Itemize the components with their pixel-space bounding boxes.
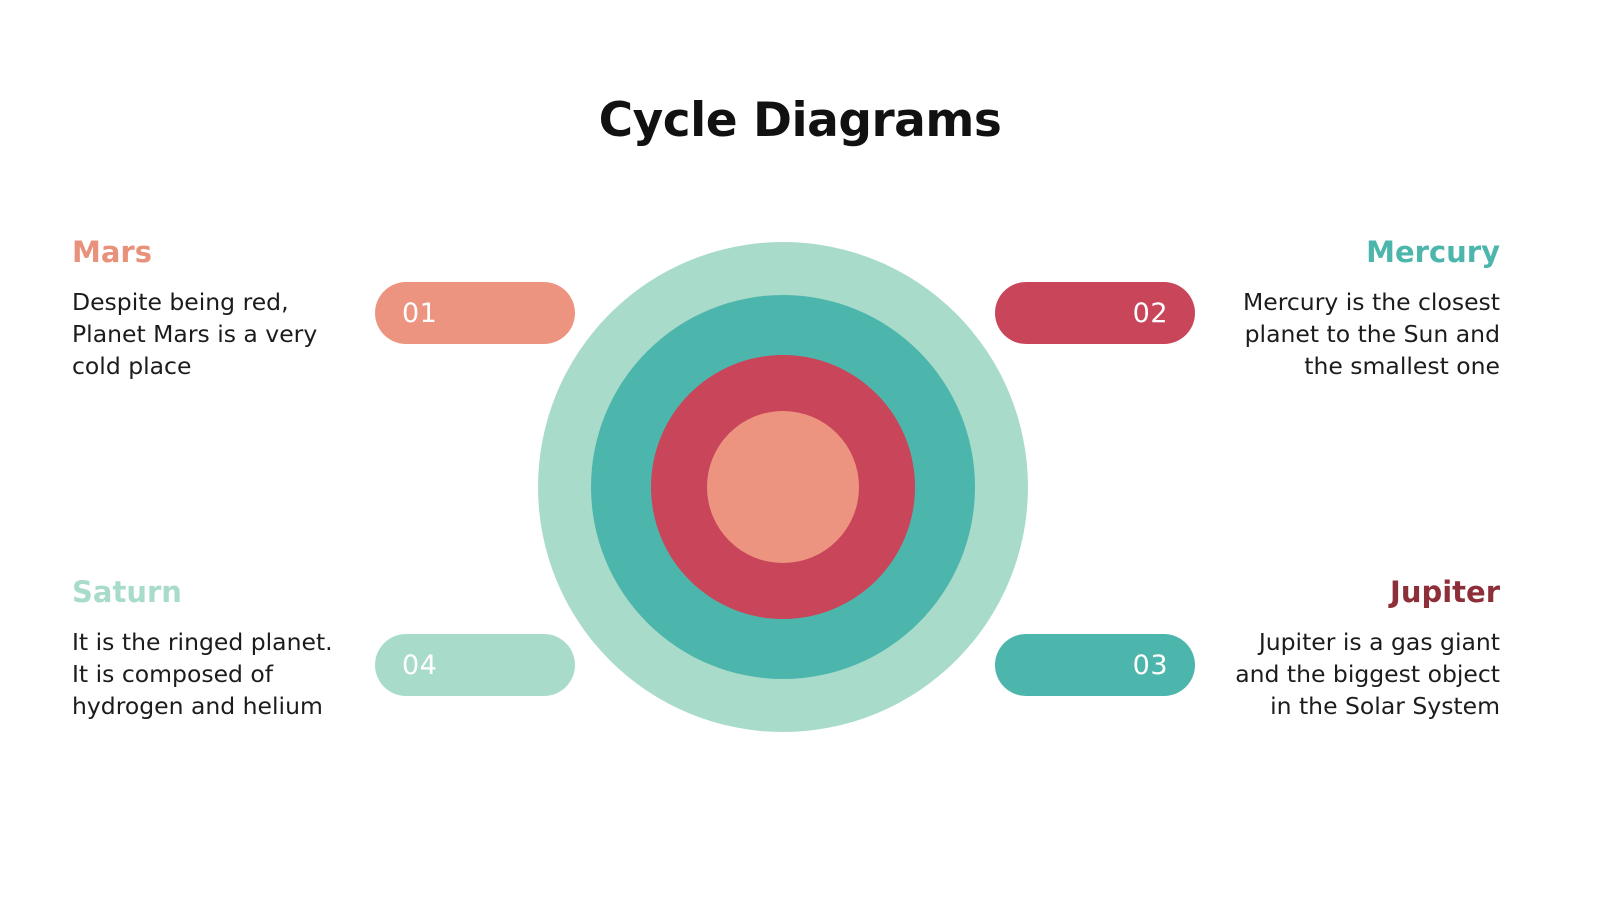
step-pill-02[interactable]: 02 xyxy=(995,282,1195,344)
step-pill-01[interactable]: 01 xyxy=(375,282,575,344)
info-block-jupiter: Jupiter Jupiter is a gas giant and the b… xyxy=(1228,575,1500,722)
step-pill-03[interactable]: 03 xyxy=(995,634,1195,696)
step-number-03: 03 xyxy=(1132,649,1168,681)
concentric-cycle-diagram xyxy=(538,242,1028,732)
info-body-mars: Despite being red, Planet Mars is a very… xyxy=(72,287,318,380)
step-number-01: 01 xyxy=(402,297,438,329)
step-number-02: 02 xyxy=(1132,297,1168,329)
info-title-mercury: Mercury xyxy=(1366,235,1500,269)
info-title-jupiter: Jupiter xyxy=(1390,575,1500,609)
info-body-jupiter: Jupiter is a gas giant and the biggest o… xyxy=(1235,627,1500,720)
info-title-saturn: Saturn xyxy=(72,575,182,609)
info-block-mars: Mars Despite being red, Planet Mars is a… xyxy=(72,235,344,382)
info-title-mars: Mars xyxy=(72,235,152,269)
info-body-saturn: It is the ringed planet. It is composed … xyxy=(72,627,333,720)
info-body-mercury: Mercury is the closest planet to the Sun… xyxy=(1243,287,1500,380)
page-title: Cycle Diagrams xyxy=(598,93,1002,149)
info-block-mercury: Mercury Mercury is the closest planet to… xyxy=(1228,235,1500,382)
step-pill-04[interactable]: 04 xyxy=(375,634,575,696)
step-number-04: 04 xyxy=(402,649,438,681)
core-circle xyxy=(707,411,859,563)
info-block-saturn: Saturn It is the ringed planet. It is co… xyxy=(72,575,344,722)
